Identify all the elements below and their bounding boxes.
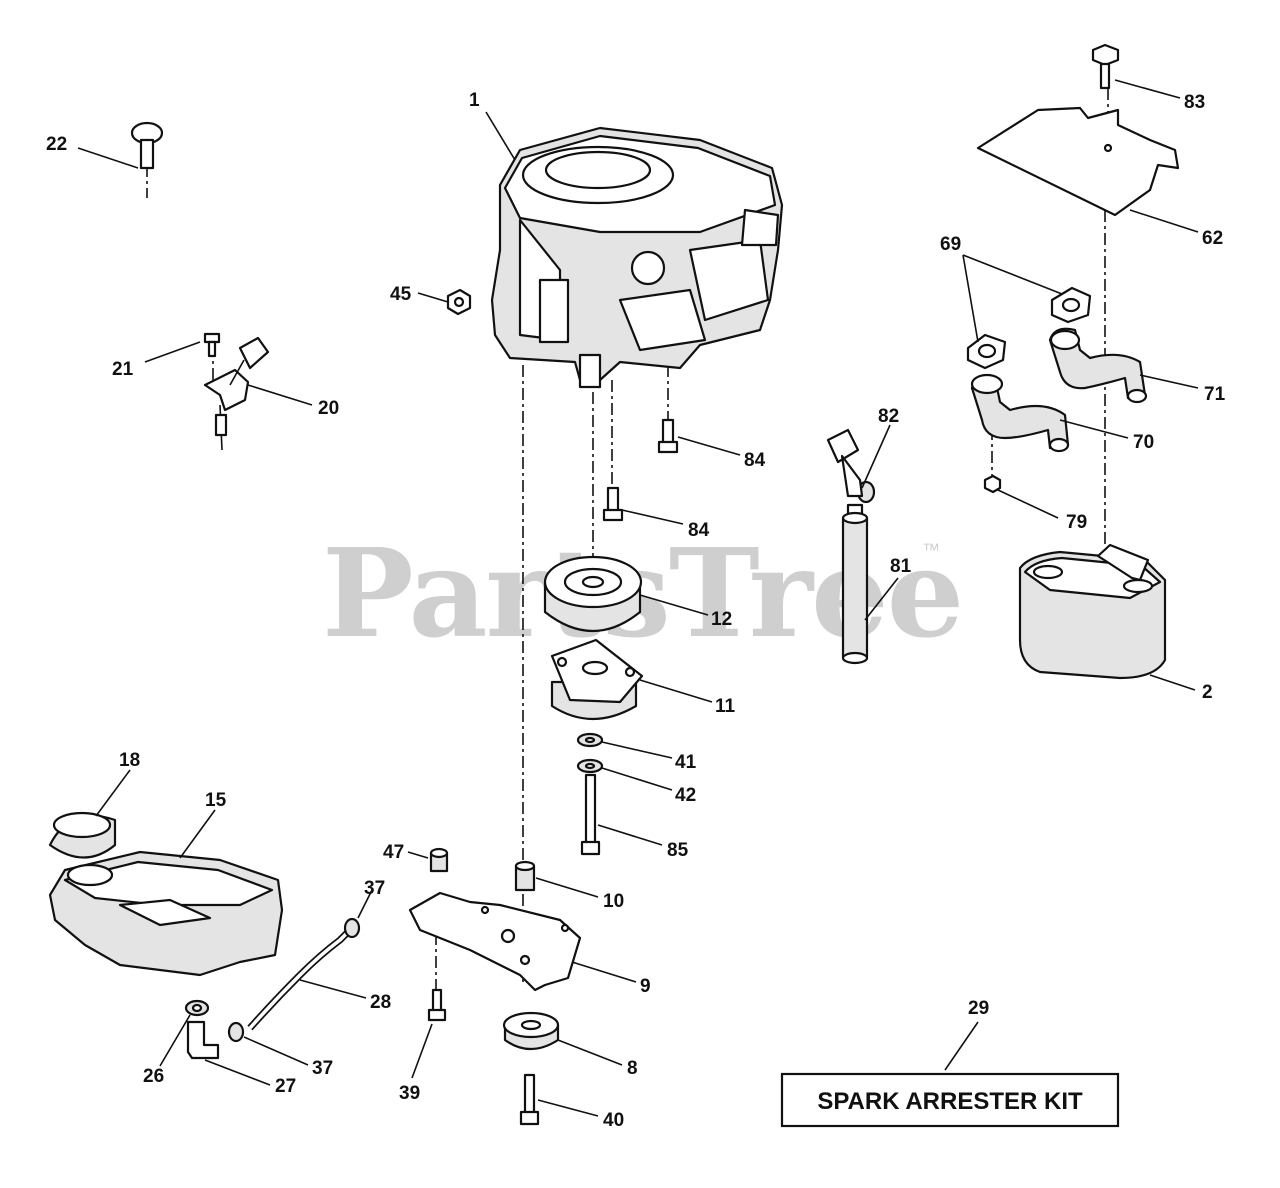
throttle-bracket-20 bbox=[203, 336, 270, 451]
callout-15: 15 bbox=[205, 790, 227, 811]
spark-arrester-kit-box: SPARK ARRESTER KIT bbox=[780, 1072, 1120, 1128]
spark-arrester-kit-label: SPARK ARRESTER KIT bbox=[817, 1088, 1083, 1115]
washer-42 bbox=[576, 758, 604, 774]
callout-83: 83 bbox=[1184, 92, 1205, 113]
callout-70: 70 bbox=[1133, 432, 1154, 453]
exhaust-pipe-71 bbox=[1048, 327, 1148, 404]
muffler-2 bbox=[1018, 543, 1167, 680]
grommet-26 bbox=[184, 999, 210, 1017]
engine bbox=[490, 126, 784, 389]
spacer-10 bbox=[514, 860, 536, 892]
callout-62: 62 bbox=[1202, 228, 1223, 249]
clamp-37b bbox=[227, 1021, 245, 1043]
callout-79: 79 bbox=[1066, 512, 1087, 533]
exhaust-pipe-70 bbox=[970, 373, 1070, 453]
callout-41: 41 bbox=[675, 752, 697, 773]
tube-81 bbox=[841, 511, 869, 665]
callout-40: 40 bbox=[603, 1110, 624, 1131]
clamp-37a bbox=[343, 917, 361, 939]
callout-8: 8 bbox=[627, 1058, 638, 1079]
clutch-11 bbox=[550, 638, 644, 721]
gasket-69b bbox=[966, 333, 1007, 370]
gasket-69a bbox=[1050, 286, 1092, 324]
fuel-tank-15 bbox=[48, 850, 284, 977]
pulley-12 bbox=[543, 555, 643, 632]
fuel-cap-18 bbox=[48, 811, 117, 859]
callout-84-lower: 84 bbox=[688, 520, 710, 541]
spacer-47 bbox=[429, 847, 449, 873]
callout-39: 39 bbox=[399, 1083, 420, 1104]
callout-85: 85 bbox=[667, 840, 689, 861]
callout-71: 71 bbox=[1204, 384, 1226, 405]
callout-10: 10 bbox=[603, 891, 624, 912]
idler-pulley-8 bbox=[502, 1011, 560, 1051]
callout-2: 2 bbox=[1202, 682, 1213, 703]
leader-lines bbox=[77, 79, 1199, 1117]
callout-9: 9 bbox=[640, 976, 651, 997]
dipstick-cap-22 bbox=[130, 121, 164, 170]
callout-27: 27 bbox=[275, 1076, 296, 1097]
callout-1: 1 bbox=[469, 90, 480, 111]
callout-26: 26 bbox=[143, 1066, 164, 1087]
callout-37-bottom: 37 bbox=[312, 1058, 333, 1079]
callout-21: 21 bbox=[112, 359, 134, 380]
bolt-79 bbox=[983, 474, 1002, 494]
fuel-line-28 bbox=[247, 925, 355, 1031]
bracket-9 bbox=[408, 891, 582, 992]
bolt-83 bbox=[1091, 43, 1120, 90]
bolt-40 bbox=[519, 1073, 540, 1126]
callout-42: 42 bbox=[675, 785, 696, 806]
nut-45 bbox=[446, 288, 472, 316]
callout-69: 69 bbox=[940, 234, 961, 255]
callout-18: 18 bbox=[119, 750, 140, 771]
bolt-39 bbox=[427, 988, 447, 1022]
callout-11: 11 bbox=[715, 696, 736, 717]
bolt-84b bbox=[602, 486, 624, 522]
callout-81: 81 bbox=[890, 556, 912, 577]
bolt-85 bbox=[580, 773, 601, 856]
callout-28: 28 bbox=[370, 992, 391, 1013]
callout-12: 12 bbox=[711, 609, 732, 630]
washer-41 bbox=[576, 732, 604, 748]
callout-82: 82 bbox=[878, 406, 899, 427]
callout-22: 22 bbox=[46, 134, 67, 155]
callout-84-upper: 84 bbox=[744, 450, 766, 471]
screw-21 bbox=[203, 332, 221, 358]
callouts: 1 2 8 9 10 11 12 15 18 20 21 22 26 27 28… bbox=[46, 90, 1226, 1131]
callout-37-top: 37 bbox=[364, 878, 385, 899]
callout-47: 47 bbox=[383, 842, 404, 863]
callout-20: 20 bbox=[318, 398, 339, 419]
callout-29: 29 bbox=[968, 998, 989, 1019]
heat-shield-62 bbox=[976, 106, 1180, 217]
callout-45: 45 bbox=[390, 284, 412, 305]
elbow-fitting-27 bbox=[186, 1020, 220, 1060]
bolt-84a bbox=[657, 418, 679, 454]
watermark-trademark: ™ bbox=[922, 540, 940, 560]
